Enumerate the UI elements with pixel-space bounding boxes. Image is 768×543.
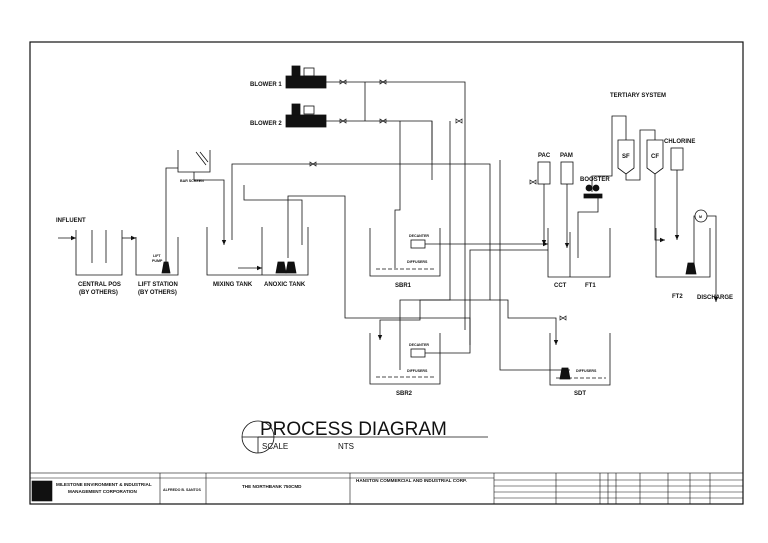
- valve-icons: [309, 79, 567, 321]
- label-lift-pump-2: PUMP: [152, 259, 163, 263]
- label-sf: SF: [622, 154, 630, 160]
- label-cf: CF: [651, 154, 659, 160]
- blower-2-icon: [285, 103, 327, 128]
- label-diffusers-2: DIFFUSERS: [407, 369, 428, 373]
- title-block-company-1: MILESTONE ENVIRONMENT & INDUSTRIAL: [56, 482, 152, 487]
- title-block-company-2: MANAGEMENT CORPORATION: [68, 489, 138, 494]
- air-piping: [326, 81, 570, 371]
- chlorine-tank: [670, 147, 684, 171]
- diagram-title: PROCESS DIAGRAM: [260, 419, 447, 440]
- pac-tank: [537, 161, 551, 185]
- process-piping: [58, 115, 719, 354]
- label-diffusers-1: DIFFUSERS: [407, 260, 428, 264]
- label-cct: CCT: [554, 283, 567, 289]
- label-by-others-1: (BY OTHERS): [79, 290, 118, 296]
- booster-pump-icon: [583, 184, 603, 199]
- anoxic-mixer-icon: [275, 261, 297, 274]
- label-anoxic-tank: ANOXIC TANK: [264, 282, 306, 288]
- label-pam: PAM: [560, 153, 573, 159]
- label-pac: PAC: [538, 153, 551, 159]
- label-chlorine: CHLORINE: [664, 139, 695, 145]
- label-sbr1: SBR1: [395, 283, 412, 289]
- sand-filter-vessel: [617, 139, 635, 175]
- label-central-pos: CENTRAL POS: [78, 282, 121, 288]
- label-diffusers-sdt: DIFFUSERS: [576, 369, 597, 373]
- label-decanter-1: DECANTER: [409, 234, 429, 238]
- ft2-tank: [655, 228, 711, 278]
- title-symbol-icon: [241, 420, 488, 454]
- ft2-pump-icon: [685, 262, 697, 275]
- scale-label: SCALE: [262, 442, 288, 451]
- carbon-filter-vessel: [646, 139, 664, 175]
- label-by-others-2: (BY OTHERS): [138, 290, 177, 296]
- lift-pump-icon: [161, 240, 171, 274]
- sdt-tank: [549, 333, 611, 386]
- title-block-designer: ALFREDO B. SANTOS: [163, 488, 201, 492]
- sbr1-tank: [369, 228, 441, 277]
- label-ft2: FT2: [672, 294, 683, 300]
- label-lift-station: LIFT STATION: [138, 282, 178, 288]
- label-decanter-2: DECANTER: [409, 343, 429, 347]
- cct-ft1-tank: [547, 228, 611, 278]
- title-block-project: THE NORTHBANK 750CMD: [242, 484, 302, 489]
- label-tertiary-system: TERTIARY SYSTEM: [610, 93, 666, 99]
- label-booster: BOOSTER: [580, 177, 610, 183]
- label-mixing-tank: MIXING TANK: [213, 282, 253, 288]
- title-block: [29, 472, 744, 505]
- scale-value: NTS: [338, 442, 354, 451]
- label-lift-pump-1: LIFT: [153, 254, 161, 258]
- label-blower-2: BLOWER 2: [250, 121, 282, 127]
- label-bar-screen: BAR SCREEN: [180, 179, 204, 183]
- label-ft1: FT1: [585, 283, 596, 289]
- label-sbr2: SBR2: [396, 391, 413, 397]
- label-blower-1: BLOWER 1: [250, 82, 282, 88]
- label-sdt: SDT: [574, 391, 586, 397]
- title-block-client: HANSTON COMMERCIAL AND INDUSTRIAL CORP.: [356, 478, 467, 483]
- sbr2-tank: [369, 333, 441, 385]
- label-flow-meter: M: [699, 215, 702, 219]
- blower-1-icon: [285, 65, 327, 89]
- mixing-tank: [206, 227, 309, 276]
- label-discharge: DISCHARGE: [697, 295, 733, 301]
- lift-station-tank: [135, 237, 179, 276]
- pam-tank: [560, 161, 574, 185]
- label-influent: INFLUENT: [56, 218, 86, 224]
- bar-screen-box: [177, 150, 211, 173]
- central-pos-tank: [75, 230, 123, 276]
